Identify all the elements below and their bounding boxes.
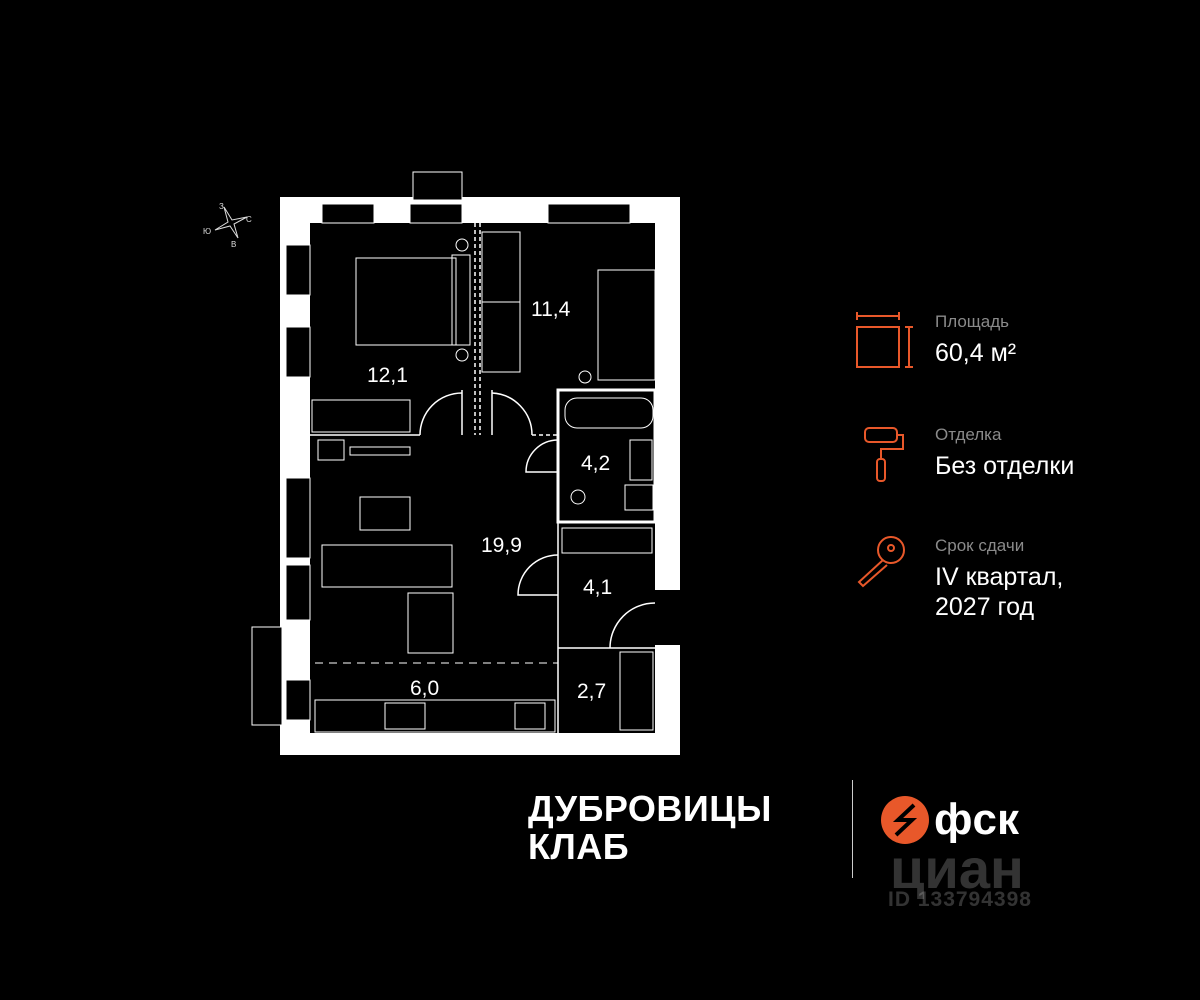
watermark: циан bbox=[890, 837, 1024, 900]
logo-divider bbox=[852, 780, 853, 878]
stove bbox=[384, 702, 426, 730]
developer-logo: фск bbox=[934, 795, 1019, 844]
project-logo: ДУБРОВИЦЫ КЛАБ bbox=[528, 790, 772, 866]
delivery-label: Срок сдачи bbox=[935, 536, 1025, 555]
kitchen-sink bbox=[514, 702, 546, 730]
wardrobe-hall bbox=[561, 527, 653, 554]
bed-single bbox=[597, 269, 656, 381]
room-area-bedroom-2: 11,4 bbox=[531, 298, 571, 321]
furniture bbox=[311, 231, 656, 733]
delivery-value-line1: IV квартал, bbox=[935, 563, 1064, 591]
room-area-bathroom: 4,2 bbox=[581, 452, 610, 475]
washer-icon bbox=[570, 489, 586, 505]
wardrobe-bedroom bbox=[311, 399, 411, 433]
fsk-logo-icon bbox=[881, 796, 929, 844]
sink bbox=[629, 439, 653, 481]
finish-value: Без отделки bbox=[935, 452, 1075, 480]
project-name-line2: КЛАБ bbox=[528, 826, 630, 867]
compass-north: З bbox=[219, 202, 224, 211]
compass-east: С bbox=[246, 215, 252, 224]
compass-south: В bbox=[231, 240, 236, 249]
compass-icon: З С Ю В bbox=[203, 202, 252, 249]
watermark-id: ID 133794398 bbox=[888, 888, 1032, 911]
room-area-bedroom-1: 12,1 bbox=[367, 364, 408, 387]
wardrobe-small bbox=[481, 301, 521, 373]
bathtub bbox=[564, 397, 654, 429]
paint-roller-icon bbox=[864, 427, 904, 482]
headboard bbox=[451, 254, 471, 346]
coffee-table bbox=[359, 496, 411, 531]
windows bbox=[251, 171, 631, 726]
finish-label: Отделка bbox=[935, 425, 1002, 444]
room-area-kitchen: 6,0 bbox=[410, 677, 439, 700]
area-value: 60,4 м² bbox=[935, 339, 1017, 367]
sofa bbox=[321, 544, 453, 588]
delivery-value-line2: 2027 год bbox=[935, 593, 1035, 621]
lamp-icon bbox=[455, 348, 469, 362]
key-icon bbox=[857, 536, 905, 588]
wardrobe-storage bbox=[619, 651, 654, 731]
desk bbox=[481, 231, 521, 303]
kitchen-counter bbox=[314, 699, 556, 733]
room-area-living-room: 19,9 bbox=[481, 534, 522, 557]
lamp-icon bbox=[578, 370, 592, 384]
bed-double bbox=[355, 257, 457, 346]
interior-walls bbox=[310, 223, 657, 733]
project-name-line1: ДУБРОВИЦЫ bbox=[528, 788, 772, 829]
lamp-icon bbox=[455, 238, 469, 252]
toilet bbox=[624, 484, 654, 511]
compass-west: Ю bbox=[203, 227, 211, 236]
area-label: Площадь bbox=[935, 312, 1010, 331]
room-area-wardrobe: 2,7 bbox=[577, 680, 606, 703]
room-area-hallway: 4,1 bbox=[583, 576, 612, 599]
area-icon bbox=[856, 312, 913, 368]
dining-table bbox=[407, 592, 454, 654]
delivery-value: IV квартал, 2027 год bbox=[935, 562, 1063, 622]
